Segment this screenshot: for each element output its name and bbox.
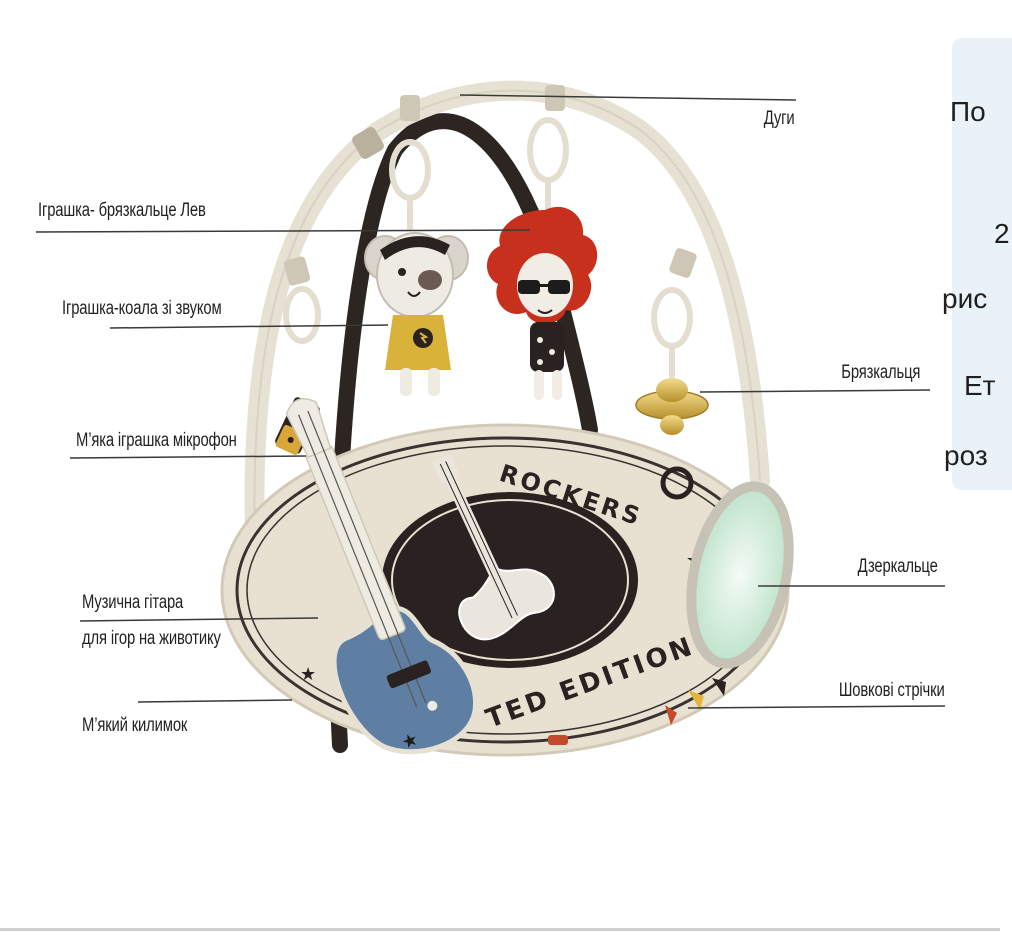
side-text-line3: рис bbox=[942, 283, 988, 314]
label-mirror: Дзеркальце bbox=[857, 556, 938, 577]
mat-guitar-print bbox=[432, 454, 555, 641]
label-koala: Іграшка-коала зі звуком bbox=[62, 298, 222, 319]
label-guitar-line1: Музична гітара bbox=[82, 592, 184, 613]
side-text-line4: Ет bbox=[964, 370, 996, 401]
label-lion-rattle: Іграшка- брязкальце Лев bbox=[38, 200, 206, 221]
label-mat: М’який килимок bbox=[82, 715, 188, 736]
callout-lines bbox=[35, 94, 946, 709]
side-text-line1: По bbox=[950, 96, 986, 127]
svg-text:★: ★ bbox=[399, 728, 422, 754]
side-text-panel: По 2 рис Ет роз bbox=[942, 38, 1012, 490]
svg-text:★: ★ bbox=[300, 664, 316, 685]
toy-guitar: ★ bbox=[285, 398, 478, 755]
label-rattles: Брязкальця bbox=[841, 362, 920, 383]
koala-toy bbox=[364, 198, 469, 396]
bottom-divider bbox=[0, 928, 1000, 931]
label-microphone: М’яка іграшка мікрофон bbox=[76, 430, 237, 451]
side-text-line5: роз bbox=[944, 440, 988, 471]
mirror bbox=[686, 481, 794, 669]
label-arches: Дуги bbox=[764, 108, 795, 129]
label-ribbons: Шовкові стрічки bbox=[839, 680, 945, 701]
label-guitar-line2: для ігор на животику bbox=[82, 628, 221, 649]
side-text-line2: 2 bbox=[994, 218, 1010, 249]
lion-toy bbox=[486, 180, 598, 400]
